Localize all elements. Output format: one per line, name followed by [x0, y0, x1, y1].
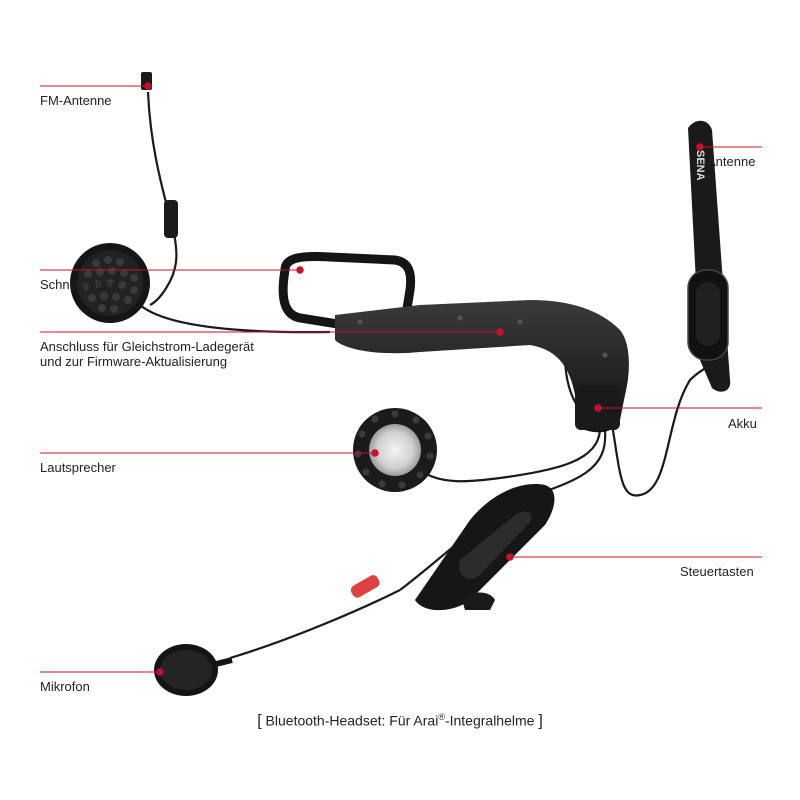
caption: [ Bluetooth-Headset: Für Arai®-Integralh… [0, 712, 800, 731]
right-speaker-device [353, 408, 437, 492]
caption-registered-mark: ® [438, 712, 445, 722]
caption-text: Bluetooth-Headset: Für Arai [265, 712, 439, 729]
leader-lines [40, 82, 762, 676]
label-control-buttons: Steuertasten [680, 564, 754, 579]
clamp-mount-device [278, 251, 629, 433]
label-antenna: Antenne [707, 154, 756, 169]
caption-close-bracket: ] [538, 712, 543, 730]
caption-open-bracket: [ [257, 712, 262, 730]
brand-mark: SENA [694, 150, 706, 181]
label-microphone: Mikrofon [40, 679, 90, 694]
label-dc-port: Anschluss für Gleichstrom-Ladegerät und … [40, 339, 254, 369]
left-speaker-device [70, 243, 150, 323]
microphone-device [154, 575, 380, 696]
label-quick-mount: Schnellhalter [40, 277, 116, 292]
label-fm-antenna: FM-Antenne [40, 93, 112, 108]
control-unit-device [415, 484, 555, 611]
label-battery: Akku [728, 416, 757, 431]
antenna-device: SENA [687, 120, 731, 392]
fm-antenna-device [141, 72, 178, 238]
label-speaker: Lautsprecher [40, 460, 116, 475]
caption-text-end: -Integralhelme [444, 712, 535, 729]
cables [139, 91, 709, 660]
